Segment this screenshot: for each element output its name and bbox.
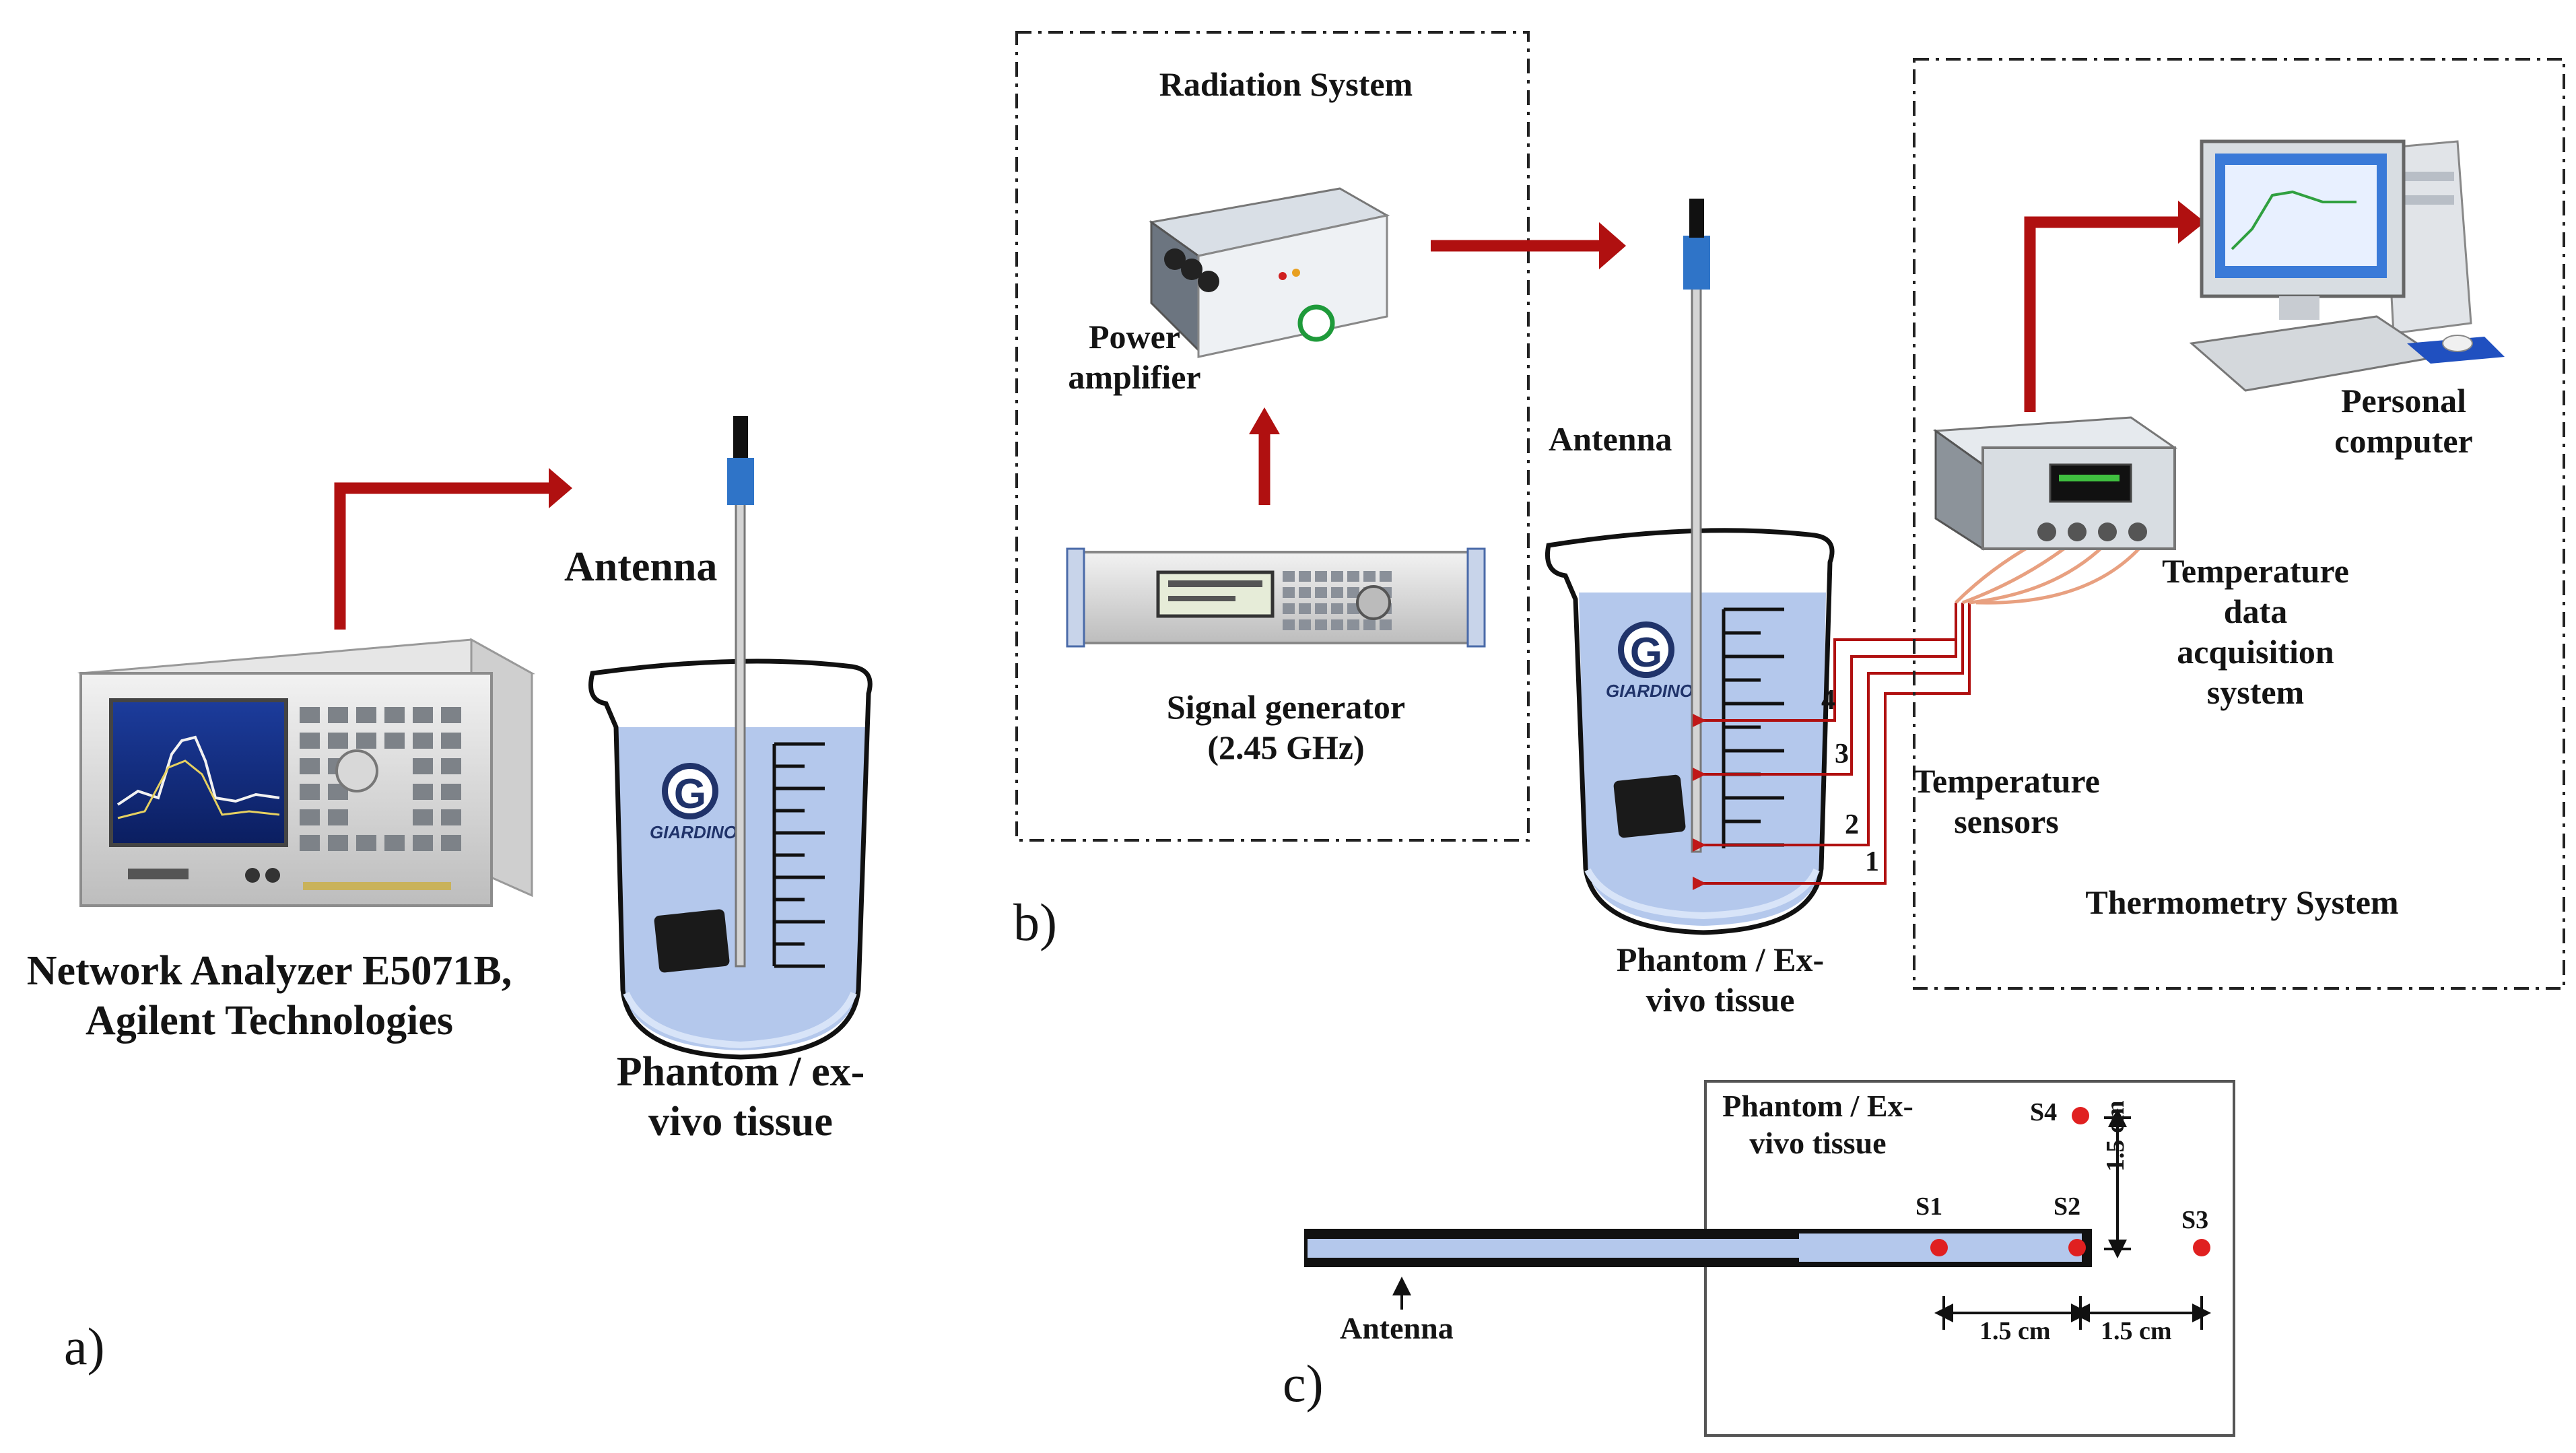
thermometry-system-box [1913,58,2565,990]
power-amplifier-label: Power amplifier [1068,318,1201,396]
dimension-label-vertical: 1.5 cm [2101,1100,2130,1172]
beaker-b: G GIARDINO [1545,528,1835,935]
power-amplifier-device [1149,187,1390,358]
acquisition-display [2049,463,2132,503]
phantom-label-a: Phantom / ex- vivo tissue [616,1049,865,1145]
sensor-s1-dot [1930,1239,1948,1256]
radiation-system-title: Radiation System [1159,65,1413,103]
panel-letter-c: c) [1283,1354,1324,1413]
antenna-cross-section [1304,1229,2092,1267]
network-analyzer-label: Network Analyzer E5071B, Agilent Technol… [26,948,512,1044]
antenna-label-a: Antenna [564,544,718,590]
signal-generator-display [1156,570,1275,618]
phantom-label-c: Phantom / Ex- vivo tissue [1722,1089,1913,1161]
svg-text:G: G [1630,630,1662,676]
sensor-label-s1: S1 [1916,1192,1943,1221]
analyzer-to-antenna-arrow [334,482,552,630]
svg-text:GIARDINO: GIARDINO [650,822,737,842]
dimension-lines [1934,1108,2211,1330]
sensor-number-3: 3 [1835,739,1849,770]
signal-generator-label: Signal generator (2.45 GHz) [1166,688,1406,766]
giardino-logo-b: G GIARDINO [1606,621,1693,701]
temperature-sensor-fibers [1693,603,1971,890]
phantom-label-b: Phantom / Ex- vivo tissue [1616,941,1825,1019]
dimension-label-1: 1.5 cm [1979,1317,2051,1345]
antenna-label-b: Antenna [1549,420,1672,458]
antenna-b [1683,199,1710,853]
network-analyzer-device [77,638,536,907]
thermometry-system-title: Thermometry System [2085,883,2399,921]
antenna-a [727,416,754,968]
panel-letter-a: a) [64,1317,105,1376]
analyzer-keypad [300,707,461,851]
panel-letter-b: b) [1013,893,1057,951]
data-acquisition-label: Temperature data acquisition system [2162,552,2349,711]
temperature-sensors-label: Temperature sensors [1913,762,2100,840]
beaker-a: G GIARDINO [588,658,873,1060]
sensor-label-s4: S4 [2030,1098,2058,1126]
personal-computer-label: Personal computer [2334,382,2473,460]
sensor-s2-dot [2068,1239,2086,1256]
sensor-s4-dot [2072,1107,2089,1124]
sensor-points [1930,1107,2210,1256]
antenna-label-c: Antenna [1340,1311,1454,1345]
personal-computer-device [2189,139,2505,392]
fiber-bundle [1955,537,2149,605]
sensor-label-s2: S2 [2054,1192,2081,1221]
dimension-label-2: 1.5 cm [2101,1317,2172,1345]
sensor-s3-dot [2193,1239,2210,1256]
svg-text:GIARDINO: GIARDINO [1606,681,1693,701]
sensor-label-s3: S3 [2181,1206,2209,1234]
radiation-system-box [1015,31,1530,842]
sensor-number-1: 1 [1865,846,1879,877]
sensor-number-2: 2 [1845,809,1859,840]
sensor-number-4: 4 [1821,685,1835,716]
data-acquisition-device [1932,416,2178,551]
analyzer-knob [335,749,378,792]
signal-generator-device [1066,547,1486,648]
svg-text:G: G [674,771,706,817]
beaker-scale-a [772,742,825,968]
acquisition-to-pc-arrow [2024,216,2181,412]
analyzer-screen [109,698,288,847]
giardino-logo: G GIARDINO [650,763,737,842]
